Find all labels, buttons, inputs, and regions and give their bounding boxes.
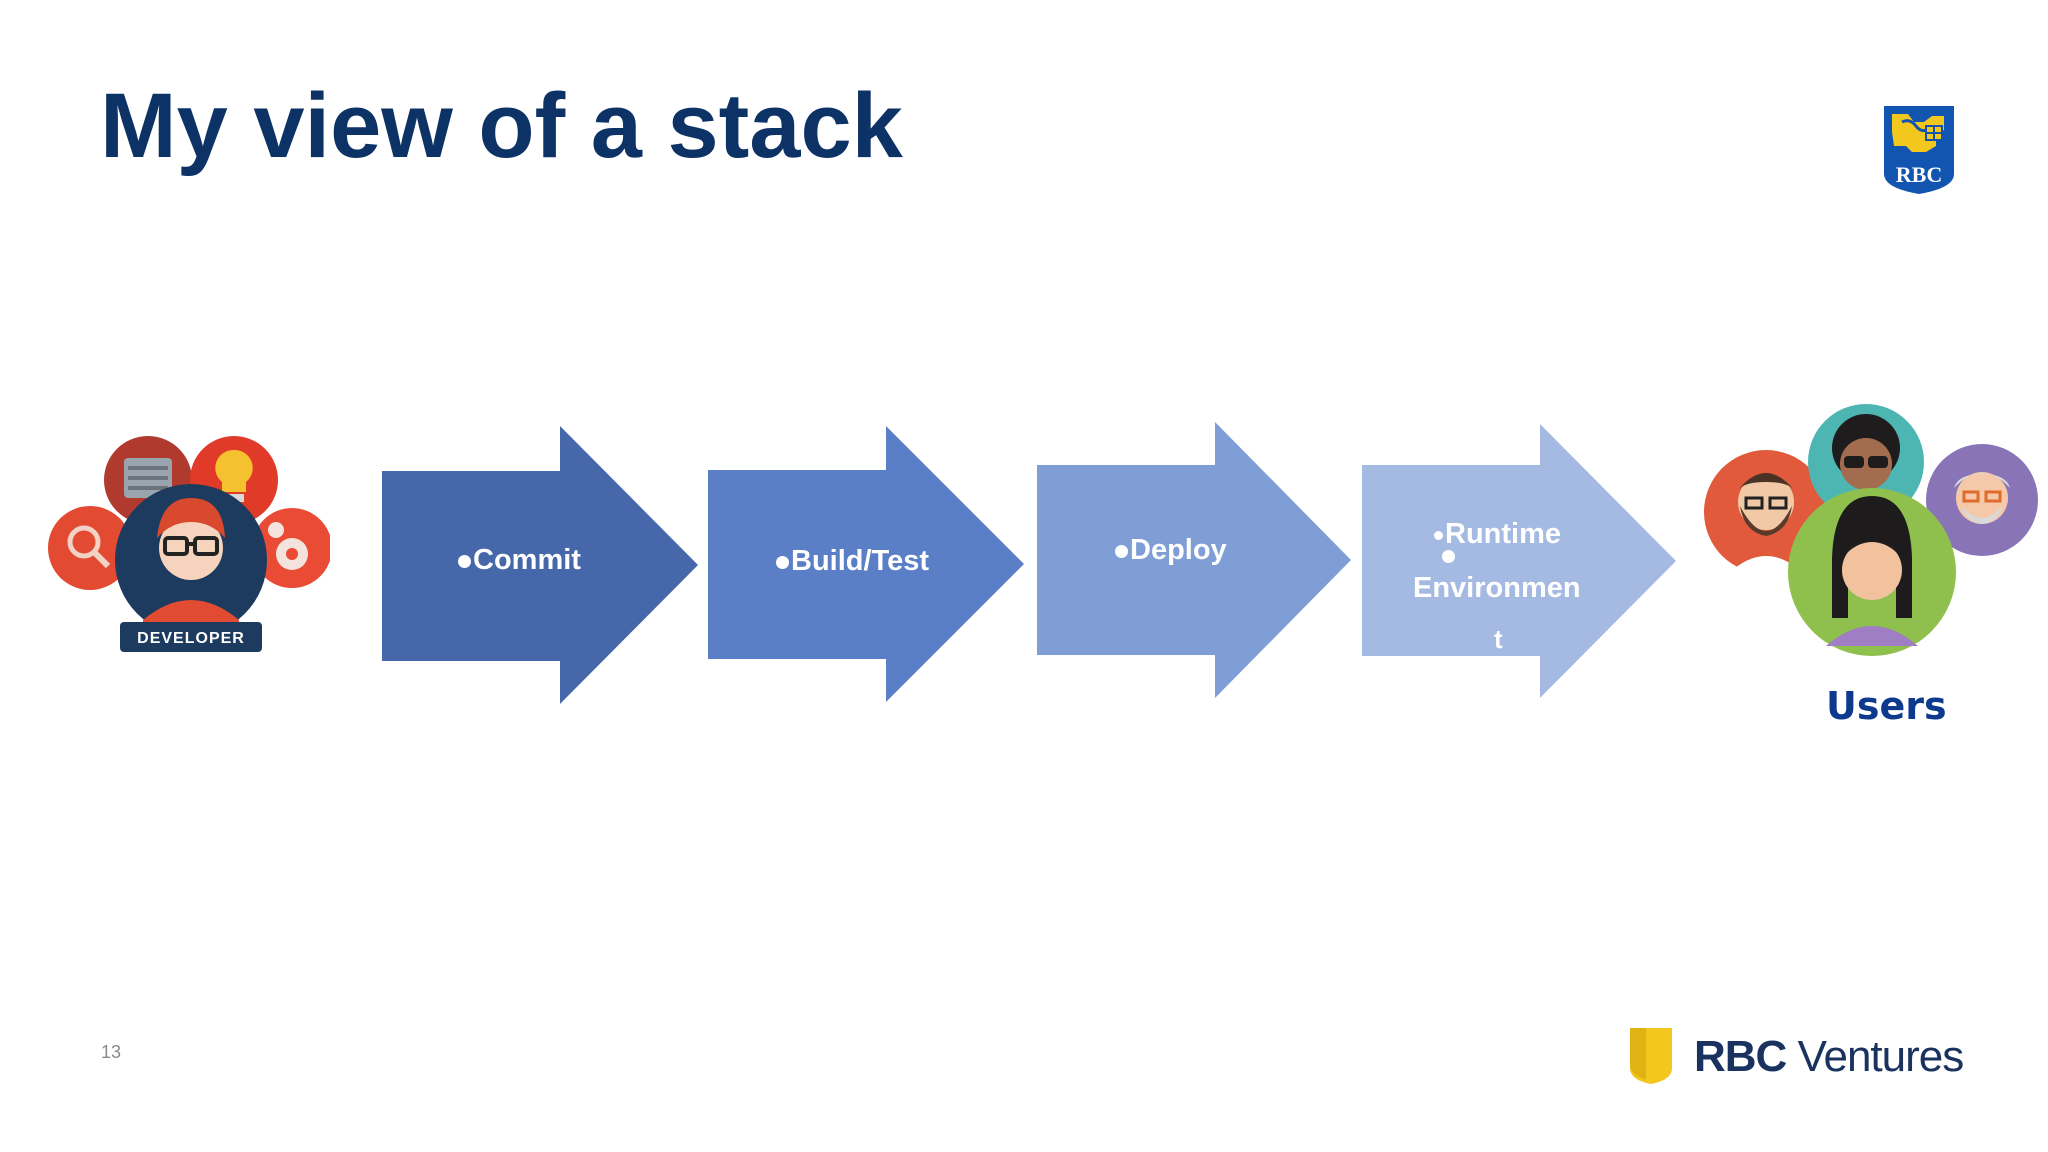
users-illustration [1704,404,2038,656]
ventures-brand-light: Ventures [1797,1032,1965,1081]
bullet-icon [1442,550,1455,563]
bullet-icon [1434,530,1443,540]
developer-illustration: DEVELOPER [48,436,330,652]
bullet-icon [776,555,789,569]
pipeline-label-runtime-line1: Runtime [1445,518,1561,550]
rbc-ventures-logo: RBC Ventures [1628,1024,1964,1086]
ventures-brand-bold: RBC [1694,1032,1787,1081]
bullet-icon [458,554,471,568]
users-label: Users [1826,684,1947,728]
pipeline-label-deploy: Deploy [1130,534,1227,566]
ventures-shield-icon [1630,1028,1672,1084]
pipeline-label-commit: Commit [473,544,581,576]
pipeline-arrow-deploy: Deploy [1037,422,1351,698]
pipeline-label-runtime-line3: t [1494,624,1503,654]
page-number: 13 [101,1042,122,1062]
pipeline-arrow-runtime: Runtime Environmen t [1362,424,1676,698]
rbc-logo-text: RBC [1896,162,1942,187]
pipeline-arrow-commit: Commit [382,426,698,704]
pipeline-label-build-test: Build/Test [791,545,930,577]
developer-badge: DEVELOPER [137,630,245,647]
bullet-icon [1115,544,1128,558]
pipeline-arrow-build-test: Build/Test [708,426,1024,702]
pipeline-label-runtime-line2: Environmen [1413,572,1581,604]
rbc-logo: RBC [1884,106,1954,194]
slide-title: My view of a stack [100,75,903,177]
